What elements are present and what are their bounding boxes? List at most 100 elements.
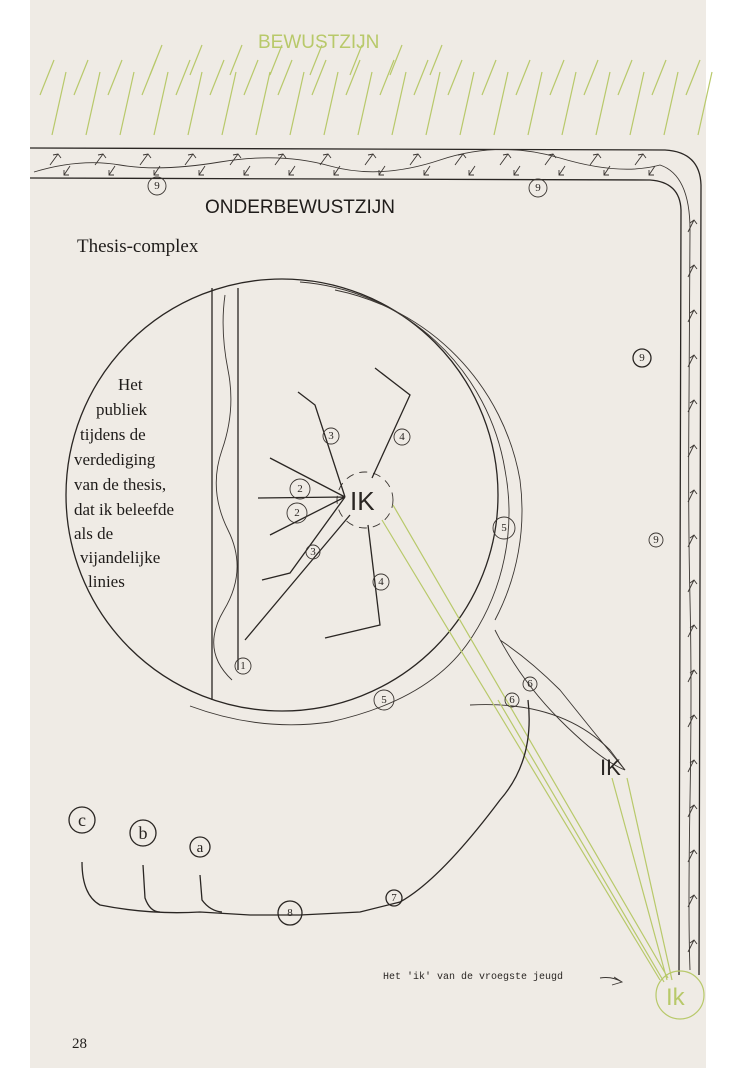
arrow-mark	[319, 153, 341, 176]
path-label: 2	[294, 507, 300, 519]
arrow-mark	[687, 354, 698, 368]
hatch-mark	[651, 59, 667, 96]
outcome-label: b	[139, 823, 148, 843]
label-9b: 9	[528, 178, 548, 198]
outcome-c: c	[68, 806, 96, 834]
hatch-mark	[39, 59, 55, 96]
arrow-mark	[687, 669, 698, 683]
ik-right: IK	[600, 755, 621, 780]
arrow-mark	[687, 714, 698, 728]
hatch-mark	[425, 71, 441, 136]
label-3a: 3	[322, 427, 340, 445]
path-label: 6	[509, 694, 515, 706]
band-arrows	[49, 153, 698, 953]
arrow-mark	[687, 624, 698, 638]
arrow-mark	[454, 153, 476, 176]
caption-arrow	[599, 976, 624, 986]
hatch-mark	[429, 44, 443, 76]
arrow-mark	[364, 153, 386, 176]
hatch-mark	[481, 59, 497, 96]
path-label: 2	[297, 483, 303, 495]
hatch-mark	[289, 71, 305, 136]
path-label: 9	[154, 180, 160, 192]
hatch-mark	[153, 71, 169, 136]
arrow-mark	[274, 153, 296, 176]
hatch-mark	[629, 71, 645, 136]
audience-line: publiek	[96, 400, 147, 419]
hatch-mark	[345, 59, 361, 96]
ik-youth: Ik	[666, 984, 686, 1011]
outcome-label: a	[197, 840, 204, 856]
label-4b: 4	[372, 573, 390, 591]
label-6a: 6	[522, 676, 538, 692]
hatch-mark	[149, 44, 163, 76]
label-9d: 9	[648, 532, 664, 548]
hatch-mark	[389, 44, 403, 76]
label-5b: 5	[373, 689, 395, 711]
ik-rays	[244, 367, 411, 641]
path-label: 5	[381, 694, 387, 706]
arrow-mark	[687, 579, 698, 593]
hatch-mark	[379, 59, 395, 96]
hatch-mark	[51, 71, 67, 136]
thesis-circle	[65, 278, 626, 771]
arrow-mark	[687, 399, 698, 413]
hatch-mark	[595, 71, 611, 136]
hatch-mark	[583, 59, 599, 96]
arrow-mark	[687, 894, 698, 908]
arrow-mark	[499, 153, 521, 176]
audience-line: dat ik beleefde	[74, 500, 174, 519]
audience-line: tijdens de	[80, 425, 146, 444]
path-label: 3	[310, 546, 316, 558]
audience-line: verdediging	[74, 450, 156, 469]
audience-line: Het	[118, 375, 143, 394]
audience-line: als de	[74, 524, 113, 543]
youth-caption: Het 'ik' van de vroegste jeugd	[383, 971, 563, 983]
hatch-mark	[617, 59, 633, 96]
hatch-mark	[447, 59, 463, 96]
hatch-mark	[119, 71, 135, 136]
heading-onderbewustzijn: ONDERBEWUSTZIJN	[205, 197, 395, 218]
hatch-mark	[459, 71, 475, 136]
arrow-mark	[139, 153, 161, 176]
hatch-mark	[697, 71, 713, 136]
label-6b: 6	[504, 692, 520, 708]
label-1: 1	[234, 657, 252, 675]
green-lines	[381, 504, 705, 1020]
hatch-mark	[349, 44, 363, 76]
hatch-mark	[107, 59, 123, 96]
arrow-mark	[687, 759, 698, 773]
arrow-mark	[687, 309, 698, 323]
hatch-mark	[221, 71, 237, 136]
path-label: 6	[527, 678, 533, 690]
hatch-mark	[209, 59, 225, 96]
outcome-b: b	[129, 819, 157, 847]
outcome-label: c	[78, 810, 86, 830]
path-labels: 1 2 2 3 3 4 4 5 5 6 6 7 8 9 9 9 9	[147, 176, 664, 926]
hatch-mark	[243, 59, 259, 96]
hatch-mark	[323, 71, 339, 136]
hatch-mark	[311, 59, 327, 96]
arrow-mark	[687, 444, 698, 458]
arrow-mark	[184, 153, 206, 176]
arrow-mark	[687, 219, 698, 233]
label-4a: 4	[393, 428, 411, 446]
hatch-mark	[277, 59, 293, 96]
path-label: 9	[535, 182, 541, 194]
label-8: 8	[277, 900, 303, 926]
arrow-mark	[544, 153, 566, 176]
hatch-mark	[309, 44, 323, 76]
path-label: 3	[328, 430, 334, 442]
label-5a: 5	[492, 516, 516, 540]
path-label: 9	[653, 534, 659, 546]
hatch-mark	[515, 59, 531, 96]
audience-line: van de thesis,	[74, 475, 166, 494]
hatch-mark	[175, 59, 191, 96]
hatch-mark	[561, 71, 577, 136]
arrow-mark	[229, 153, 251, 176]
hatch-mark	[189, 44, 203, 76]
hatch-mark	[229, 44, 243, 76]
hatch-mark	[85, 71, 101, 136]
complex-title: Thesis-complex	[77, 236, 199, 257]
